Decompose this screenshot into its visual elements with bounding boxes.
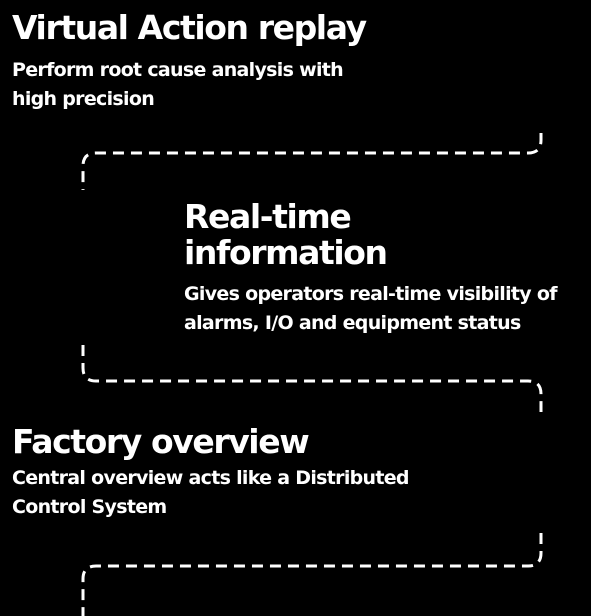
connector-segment-3 [81, 533, 543, 616]
connector-segment-2 [81, 345, 543, 412]
step-title: Factory overview [12, 422, 310, 461]
step-description: Perform root cause analysis with high pr… [12, 59, 344, 110]
step-title: Real-time information [184, 197, 388, 272]
step-virtual-action-replay: Virtual Action replay Perform root cause… [12, 10, 452, 114]
step-description: Central overview acts like a Distributed… [12, 467, 410, 518]
step-real-time-information: Real-time information Gives operators re… [184, 199, 584, 338]
connector-segment-1 [81, 133, 543, 190]
step-factory-overview: Factory overview Central overview acts l… [12, 424, 452, 522]
step-title: Virtual Action replay [12, 8, 367, 47]
step-description: Gives operators real-time visibility of … [184, 283, 557, 334]
